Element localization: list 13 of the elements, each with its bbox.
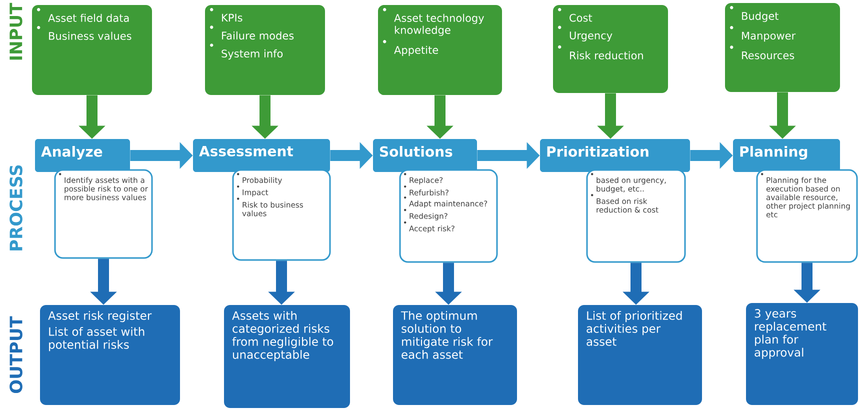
input-box: Budget Manpower Resources [725,3,840,92]
process-box: Analyze [35,139,130,172]
input-box: Cost Urgency Risk reduction [553,5,668,93]
input-box: Asset field data Business values [32,5,152,95]
input-box: KPIs Failure modes System info [205,5,325,95]
input-box: Asset technology knowledge Appetite [378,5,502,95]
output-box: List of prioritized activities per asset [578,305,702,405]
output-box: 3 years replacement plan for approval [746,303,858,405]
output-box: Asset risk register List of asset with potential risks [40,305,180,405]
row-label: OUTPUT [10,316,22,394]
output-box: The optimum solution to mitigate risk for each asset [393,305,517,405]
output-box: Assets with categorized risks from negligible to unacceptable [224,305,350,408]
row-label: PROCESS [10,165,22,250]
